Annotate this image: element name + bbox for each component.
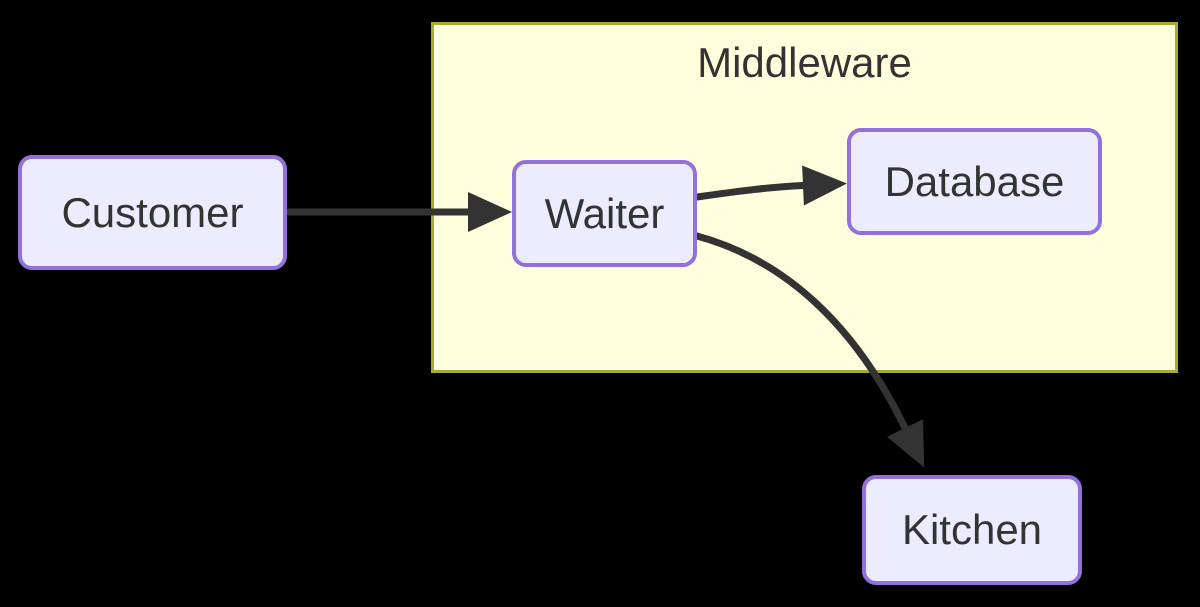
node-database-label: Database [884,157,1065,205]
node-waiter: Waiter [512,160,697,267]
node-database: Database [847,128,1102,235]
cluster-middleware-label: Middleware [697,39,912,86]
node-kitchen: Kitchen [862,475,1082,585]
node-waiter-label: Waiter [544,189,665,237]
node-customer: Customer [18,155,287,270]
node-kitchen-label: Kitchen [901,506,1043,553]
node-customer-label: Customer [61,188,244,236]
